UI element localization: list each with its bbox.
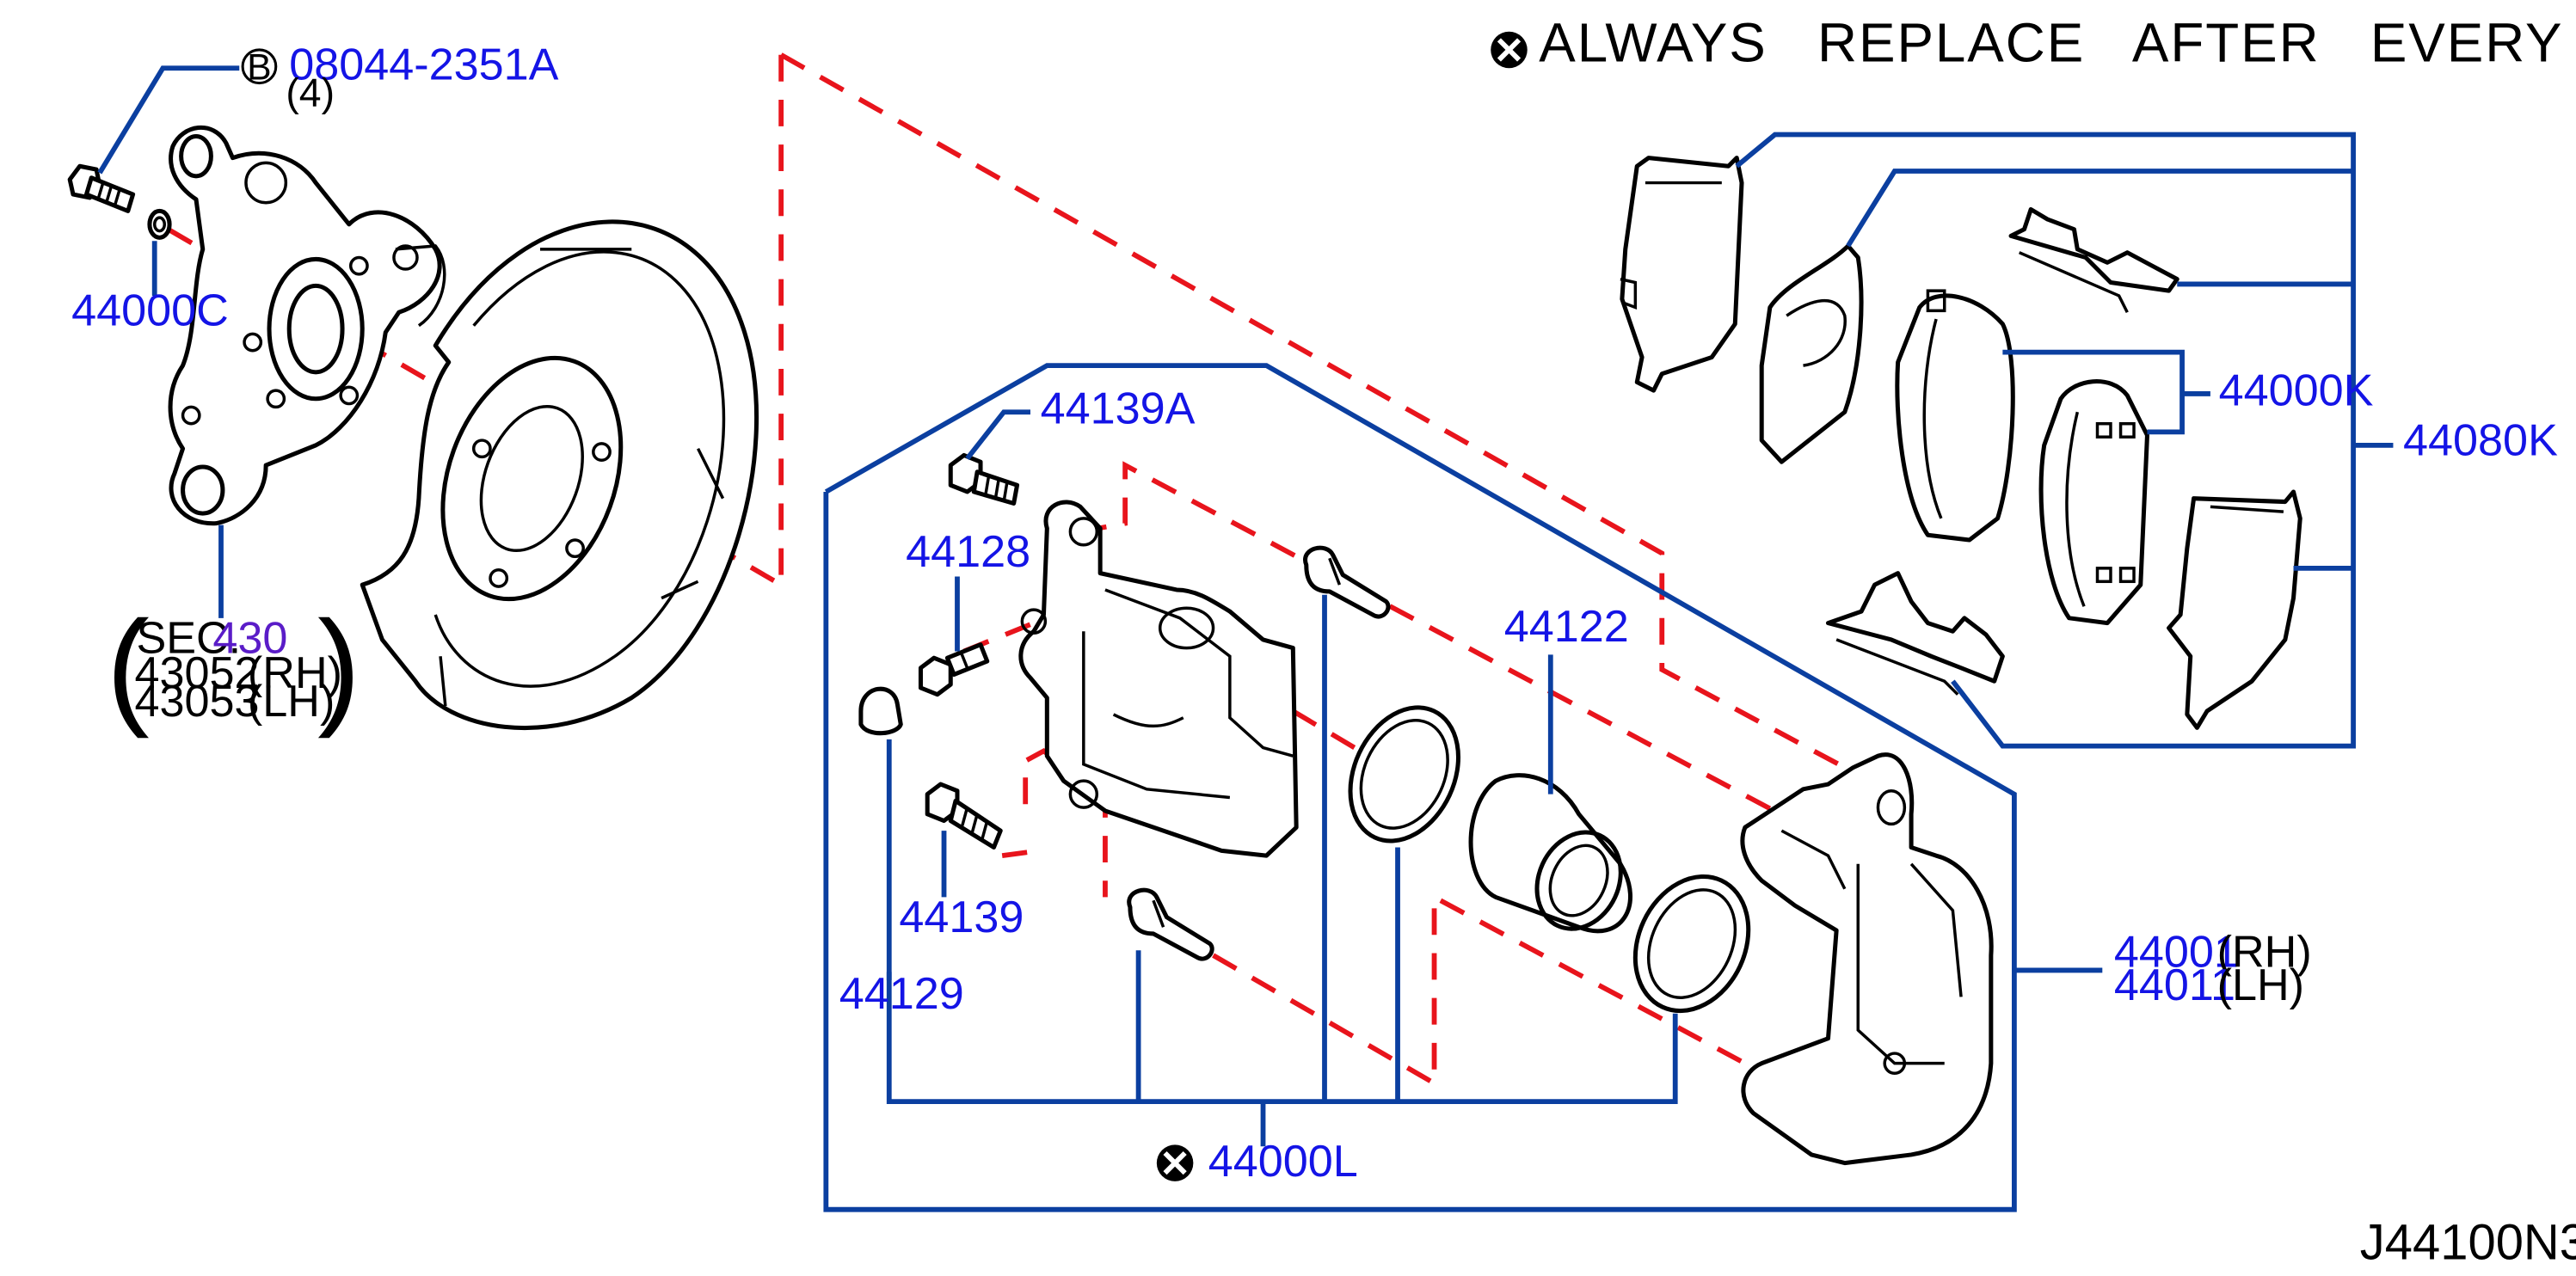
caliper-support-bracket <box>1018 500 1299 858</box>
piston-part-number: 44122 <box>1504 602 1629 652</box>
bolt-quantity: (4) <box>286 71 335 115</box>
pad-kit-part-number: 44080K <box>2403 415 2558 465</box>
callout-knuckle: SEC. 430 ( 43052 (RH) 43053 (LH) ) <box>107 594 361 739</box>
caliper-lh-number: 44011 <box>2114 960 2235 1010</box>
replace-notice: ALWAYS REPLACE AFTER EVERY DISASSEMBLY. <box>1491 12 2576 74</box>
pin-bolt-a <box>948 452 1020 506</box>
caliper-lh-side: (LH) <box>2217 960 2304 1010</box>
open-paren: ( <box>107 594 150 739</box>
knuckle-lh-side: (LH) <box>248 677 335 727</box>
knuckle-rh-number: 43052 <box>135 648 260 698</box>
notice-text: ALWAYS REPLACE AFTER EVERY DISASSEMBLY. <box>1539 12 2576 74</box>
bleeder-cap-part-number: 44129 <box>839 969 964 1019</box>
caliper-rh-side: (RH) <box>2217 928 2312 978</box>
pad-part-number: 44000K <box>2219 365 2374 415</box>
guide-pin-upper <box>1303 545 1391 619</box>
x-mark-icon <box>1163 1150 1187 1175</box>
drawing-id: J44100N3 <box>2360 1216 2576 1271</box>
caliper-body <box>1740 752 1994 1166</box>
guide-pin-lower <box>1127 887 1214 961</box>
pad-retainer-lower <box>1825 571 2005 696</box>
pin-bolt-part-number: 44139 <box>899 893 1024 942</box>
callout-caliper: 44001 (RH) 44011 (LH) <box>2114 928 2312 1011</box>
b-badge-text: B <box>247 48 271 89</box>
outer-shim <box>1620 156 1744 393</box>
inner-shim <box>2167 489 2302 730</box>
steering-knuckle <box>168 126 446 526</box>
section-prefix: SEC. <box>136 613 241 663</box>
brake-pad-outer <box>1895 289 2015 543</box>
pin-bolt <box>925 782 1003 850</box>
pin-bolt-a-part-number: 44139A <box>1041 384 1196 434</box>
washer <box>147 208 172 240</box>
x-mark-icon <box>1497 38 1522 62</box>
leader-lines <box>97 65 2394 1212</box>
bleeder-screw <box>918 642 990 697</box>
knuckle-bolt <box>67 163 136 213</box>
brake-pad-inner <box>2038 379 2149 626</box>
b-badge-icon <box>241 48 278 85</box>
piston <box>1468 773 1632 934</box>
piston-boot <box>1348 705 1461 844</box>
close-paren: ) <box>317 594 360 739</box>
seal-kit-part-number: 44000L <box>1208 1137 1358 1187</box>
callout-bolt: B 08044-2351A (4) <box>241 40 559 115</box>
caliper-rh-number: 44001 <box>2114 928 2239 978</box>
bolt-part-number: 08044-2351A <box>289 40 558 90</box>
section-number: 430 <box>212 613 287 663</box>
knuckle-lh-number: 43053 <box>135 677 260 727</box>
brake-dust-shield <box>360 219 759 730</box>
knuckle-rh-side: (RH) <box>248 648 342 698</box>
bleeder-cap <box>858 686 903 736</box>
callout-seal-kit: 44000L <box>1156 1137 1358 1187</box>
piston-seal <box>1632 874 1751 1014</box>
washer-part-number: 44000C <box>71 286 229 336</box>
bleeder-part-number: 44128 <box>906 527 1030 577</box>
pad-retainer-upper <box>2008 206 2179 314</box>
outer-insulator <box>1759 243 1864 464</box>
